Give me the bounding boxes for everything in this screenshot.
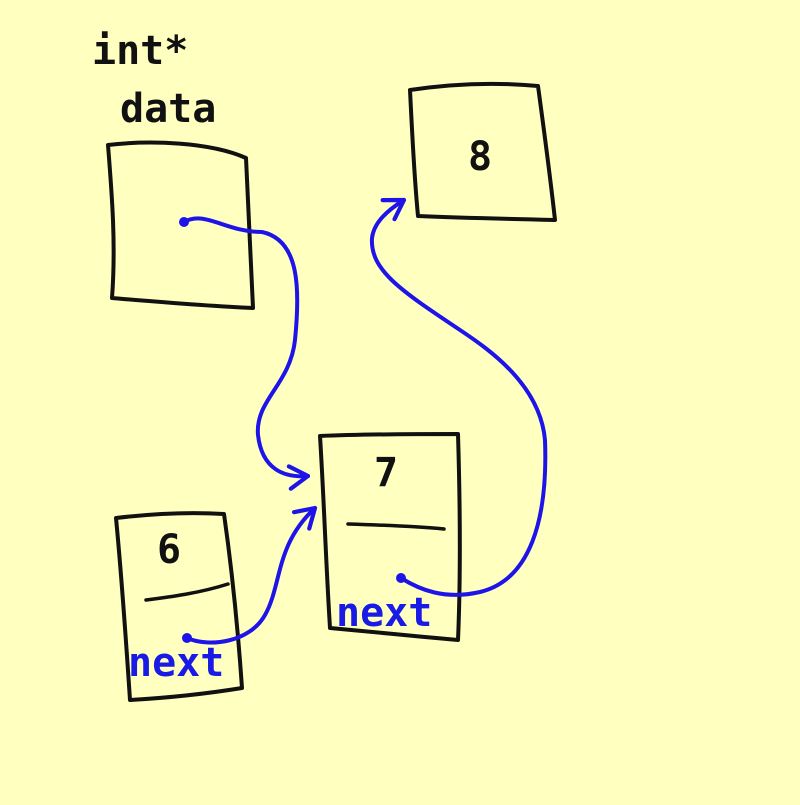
variable-name-label: data — [120, 86, 216, 132]
value-node-value: 8 — [468, 134, 492, 180]
type-label: int* — [92, 28, 188, 74]
node6-to-node7-arrow — [185, 505, 318, 645]
data-pointer-box — [106, 140, 255, 310]
value-node-box — [408, 81, 557, 222]
node-7-box — [318, 432, 462, 642]
node-6-value: 6 — [157, 527, 181, 573]
node-7-next-label: next — [336, 590, 432, 636]
node7-to-value8-arrow — [369, 197, 548, 597]
node-7-divider — [346, 522, 446, 531]
data-to-node7-arrow — [182, 216, 311, 491]
node-6-divider — [144, 582, 230, 602]
node-6-next-label: next — [128, 640, 224, 686]
node-7-value: 7 — [374, 450, 398, 496]
node-6-box — [114, 511, 244, 702]
